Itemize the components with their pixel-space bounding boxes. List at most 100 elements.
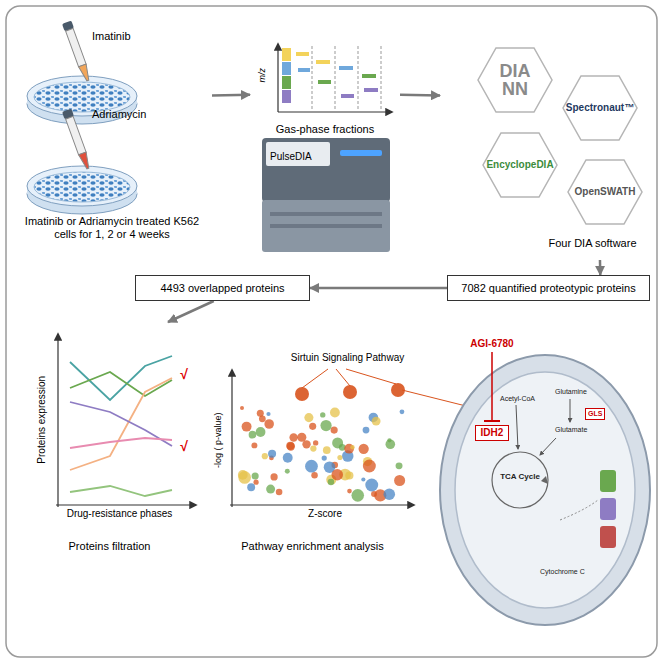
bubble — [372, 417, 381, 426]
mitochondrion — [440, 352, 650, 625]
figure-panel: Sirtuin Signaling Pathway -log ( p-value)… — [205, 340, 420, 567]
panel-text: Glutamate — [555, 426, 595, 434]
leader-line — [302, 369, 466, 406]
bubble — [309, 423, 316, 430]
bubble — [287, 442, 295, 450]
bubble — [276, 489, 283, 496]
panel-text: -log ( p-value) — [213, 385, 223, 495]
bubble — [252, 472, 259, 479]
figure-panel: DIA NN Spectronaut™ EncyclopeDIA OpenSWATH F… — [440, 25, 655, 260]
bubble — [302, 440, 310, 448]
bubble — [310, 445, 316, 451]
panel-text: Z-score — [280, 508, 370, 520]
panel-text: Sirtuin Signaling Pathway — [275, 352, 420, 364]
figure-panel: ImatinibAdriamycinImatinib or Adriamycin… — [12, 25, 212, 260]
panel-text: Imatinib — [92, 30, 162, 43]
gas-phase-plot — [278, 44, 392, 112]
panel-text: Imatinib or Adriamycin treated K562 cell… — [17, 215, 207, 240]
hexagon-shape — [568, 160, 642, 224]
bubble — [285, 469, 290, 474]
bubble — [328, 479, 335, 486]
box-text: 4493 overlapped proteins — [160, 282, 284, 295]
check-mark: √ — [176, 438, 192, 454]
bubble — [400, 409, 405, 414]
software-hexagon: Spectronaut™ — [562, 75, 638, 141]
bubble — [361, 477, 365, 481]
bubble — [266, 412, 270, 416]
panel-text: AGI-6780 — [462, 338, 522, 350]
panel-text: m/z — [257, 60, 267, 90]
panel-text: PulseDIA — [270, 151, 350, 163]
bubble — [249, 431, 257, 439]
bubble — [313, 440, 318, 445]
bubble — [256, 427, 266, 437]
bubble — [323, 446, 331, 454]
bubble — [322, 455, 327, 460]
check-mark: √ — [176, 366, 192, 382]
panel-text: GLS — [585, 408, 605, 420]
panel-text: Adriamycin — [92, 108, 172, 121]
hexagon-shape — [478, 48, 552, 112]
software-hexagon: OpenSWATH — [567, 159, 643, 225]
panel-text: Proteins filtration — [12, 540, 207, 553]
software-name: EncyclopeDIA — [485, 160, 555, 170]
mass-spectrometer — [262, 138, 390, 252]
flow-arrow — [168, 301, 214, 322]
figure-panel: Gas-phase fractions m/zPulseDIA — [250, 35, 400, 265]
bubble — [332, 437, 343, 448]
bubble — [371, 491, 377, 497]
software-name: DIA NN — [490, 62, 540, 98]
bubble — [268, 450, 276, 458]
bubble — [304, 413, 313, 422]
panel-text: Proteins expression — [36, 360, 48, 480]
bubble — [311, 472, 317, 478]
panel-text: Acetyl-CoA — [500, 395, 540, 403]
bubble — [331, 469, 343, 481]
bubble — [286, 442, 294, 450]
bubble — [259, 415, 266, 422]
panel-text: Gas-phase fractions — [250, 123, 400, 136]
protein-trend-chart — [56, 334, 196, 507]
bubble — [305, 460, 318, 473]
panel-text: Four DIA software — [535, 237, 650, 250]
culture-dish — [27, 166, 137, 214]
bubble — [363, 427, 370, 434]
panel-text: Pathway enrichment analysis — [205, 540, 420, 553]
process-box: 7082 quantified proteotypic proteins — [447, 275, 650, 301]
bubble — [365, 479, 378, 492]
bubble — [283, 453, 293, 463]
bubble — [240, 406, 244, 410]
frame — [6, 6, 657, 657]
figure-panel: Proteins expressionDrug-resistance phase… — [12, 322, 207, 567]
figure-panel: AGI-6780TCA CycleAcetyl-CoAGlutamineGLSG… — [420, 330, 655, 645]
software-hexagon: EncyclopeDIA — [482, 132, 558, 198]
bubble — [320, 420, 331, 431]
flow-arrow — [400, 94, 440, 97]
bubble — [363, 459, 376, 472]
panel-text: Glutamine — [555, 388, 595, 396]
bubble — [270, 473, 277, 480]
hexagon-shape — [483, 133, 557, 197]
pipette — [62, 109, 93, 171]
bubble — [384, 488, 396, 500]
software-name: Spectronaut™ — [565, 103, 635, 113]
flow-arrow — [310, 287, 447, 290]
bubble — [266, 485, 275, 494]
bubble — [359, 444, 369, 454]
bubble — [238, 471, 251, 484]
bubble-plot — [230, 370, 414, 507]
software-hexagon: DIA NN — [477, 47, 553, 113]
pipette — [62, 21, 93, 83]
bubble — [242, 422, 252, 432]
bubble — [289, 433, 297, 441]
bubble — [350, 445, 354, 449]
bubble — [247, 483, 255, 491]
panel-text: IDH2 — [475, 425, 509, 441]
process-box: 4493 overlapped proteins — [135, 275, 310, 301]
bubble — [351, 489, 364, 502]
flow-arrow — [212, 94, 250, 97]
bubble — [347, 489, 352, 494]
box-text: 7082 quantified proteotypic proteins — [461, 282, 635, 295]
